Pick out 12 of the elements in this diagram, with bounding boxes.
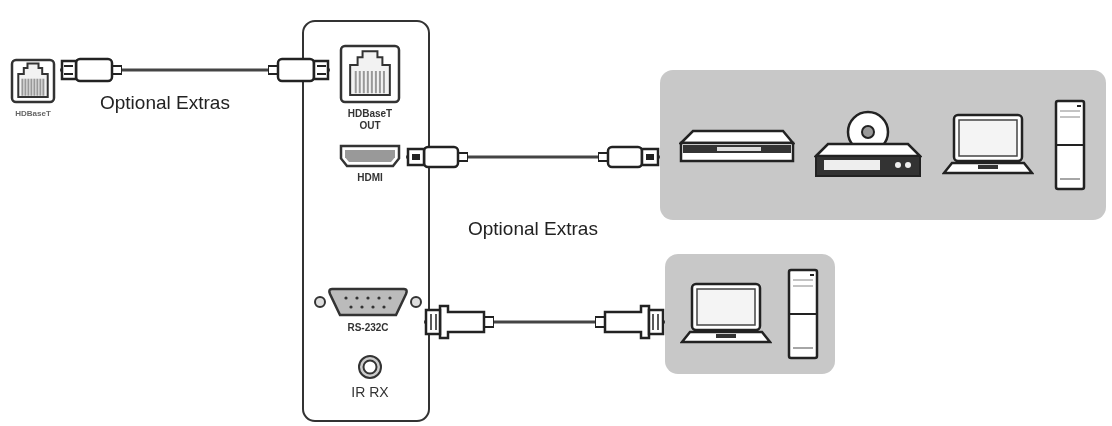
cable: [424, 304, 665, 340]
port-label: HDBaseT OUT: [346, 108, 394, 132]
port-label: IR RX: [351, 384, 389, 400]
port: [302, 20, 430, 422]
cable: [406, 145, 660, 169]
cable: [60, 57, 330, 83]
device-group-panel: [660, 70, 1106, 220]
port-label: RS-232C: [347, 322, 389, 333]
port-label: HDBaseT: [15, 109, 51, 118]
device-group-panel: [665, 254, 835, 374]
port-label: HDMI: [357, 172, 383, 183]
caption-text: Optional Extras: [468, 218, 598, 240]
